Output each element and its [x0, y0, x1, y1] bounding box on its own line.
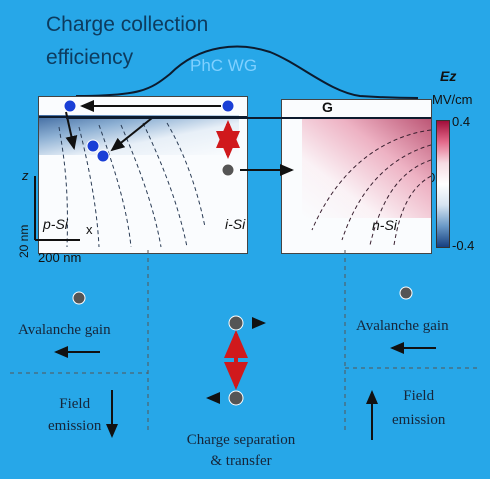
vertical-scale-label: 20 nm — [17, 225, 31, 258]
left-field-panel: p-Si i-Si — [38, 96, 248, 254]
right-field-emission-label: Field emission — [392, 388, 446, 428]
hole-particle-center — [228, 315, 244, 331]
p-si-label: p-Si — [42, 216, 69, 232]
electron-scatter-arrow — [110, 117, 153, 152]
i-si-label: i-Si — [225, 216, 246, 232]
charge-separation-caption: Charge separation — [186, 432, 296, 448]
field-unit: MV/cm — [432, 92, 473, 107]
hole-particle-right — [399, 286, 413, 300]
charge-transfer-caption: & transfer — [210, 453, 272, 469]
efficiency-curve — [75, 45, 419, 99]
field-colorbar — [436, 120, 450, 248]
electron-particle — [96, 149, 110, 163]
left-field-emission-label: Field emission — [48, 396, 102, 434]
x-axis-label: x — [86, 222, 93, 237]
electron-particle-center — [228, 390, 244, 406]
electron-particle — [63, 99, 77, 113]
right-field-panel: G n-Si — [281, 99, 432, 254]
colorbar-min-label: -0.4 — [452, 238, 475, 253]
right-avalanche-gain-label: Avalanche gain — [356, 318, 449, 334]
phc-waveguide-label: PhC WG — [190, 56, 258, 75]
right-panel-graphic: G n-Si — [282, 99, 432, 246]
title-line-2: efficiency — [46, 46, 134, 69]
colorbar-max-label: 0.4 — [452, 114, 471, 129]
gate-label: G — [322, 100, 333, 115]
left-avalanche-gain-label: Avalanche gain — [18, 322, 111, 338]
horizontal-scale-label: 200 nm — [38, 250, 81, 265]
electron-particle — [221, 99, 235, 113]
z-axis-label: z — [21, 168, 29, 183]
hole-particle-left — [72, 291, 86, 305]
title-line-1: Charge collection — [46, 13, 209, 36]
electron-particle — [86, 139, 100, 153]
efficiency-title: Charge collection efficiency — [46, 8, 208, 74]
field-symbol: Ez — [440, 68, 457, 84]
hole-particle — [221, 163, 235, 177]
n-si-label: n-Si — [372, 217, 398, 233]
